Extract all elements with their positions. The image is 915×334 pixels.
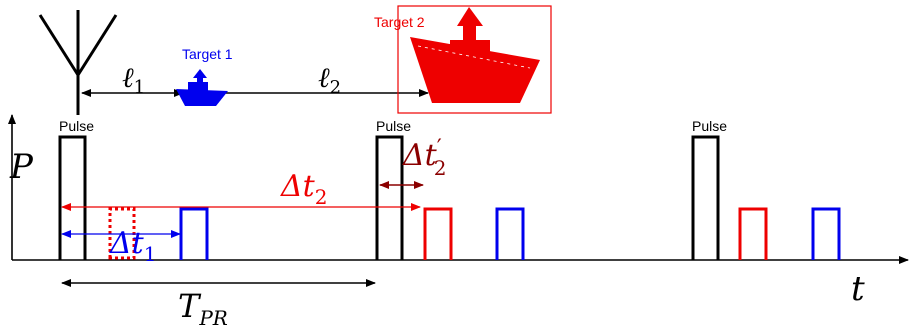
echo-target2-a [425,209,451,260]
pulse-1 [60,137,85,260]
pulse-1-label: Pulse [59,118,94,134]
echo-target1-c [813,209,839,260]
delta-t2-prime-label: Δt′2 [402,136,446,180]
x-axis-label: t [851,269,865,309]
antenna-icon [40,10,116,115]
target1-ship-icon [176,69,228,106]
target1-label: Target 1 [182,46,233,62]
echo-target1-a [181,209,207,260]
echo-target2-b [740,209,766,260]
target2-ship-icon [410,7,540,103]
y-axis-label: P [9,147,34,187]
tpr-label: TPR [178,287,228,330]
l1-label: ℓ1 [122,61,145,98]
pulse-2-label: Pulse [376,118,411,134]
pulse-3 [693,137,718,260]
delta-t2-label: Δt2 [280,169,327,209]
pulse-3-label: Pulse [692,118,727,134]
target2-label: Target 2 [374,14,425,30]
echo-target1-b [497,209,523,260]
l2-label: ℓ2 [318,61,341,98]
pulse-2 [377,137,402,260]
delta-t1-label: Δt1 [109,226,156,266]
